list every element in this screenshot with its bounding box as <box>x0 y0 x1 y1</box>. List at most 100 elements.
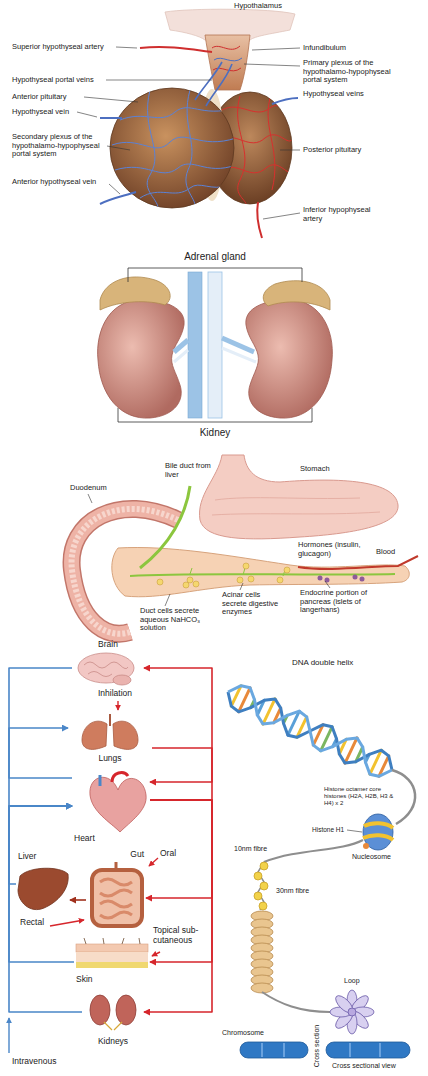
organ-illustration <box>84 662 128 677</box>
part-label: Bile duct from liver <box>165 462 211 479</box>
leader-line <box>84 97 138 102</box>
part-label: 10nm fibre <box>234 845 267 853</box>
part-label: DNA double helix <box>292 658 353 667</box>
leader-line <box>263 213 300 219</box>
leader-line <box>244 64 300 66</box>
chromatin-illustration <box>326 1042 410 1058</box>
leader-line <box>116 47 137 48</box>
organ-name: Brain <box>98 640 118 650</box>
pituitary-illustration <box>100 192 136 204</box>
pituitary-illustration <box>195 62 222 100</box>
route-arrow <box>9 701 160 1053</box>
route-arrow <box>50 920 84 926</box>
leader-line <box>347 830 362 832</box>
kidney-illustration <box>188 272 202 418</box>
route-label: Topical sub-cutaneous <box>153 926 211 946</box>
route-arrow <box>8 1018 9 1053</box>
part-label: Histone H1 <box>312 826 344 833</box>
leader-line <box>88 494 92 503</box>
organ-name: Lungs <box>98 754 121 764</box>
organ-node: Brain <box>72 640 144 686</box>
leader-line <box>77 112 97 117</box>
organ-illustration <box>100 879 132 918</box>
part-label: Hypothyseal portal veins <box>12 76 94 85</box>
part-label: Infundibulum <box>303 44 346 53</box>
organ-name: Skin <box>76 975 93 985</box>
part-label: Hypothyseal veins <box>303 90 364 99</box>
chromatin-illustration <box>254 862 268 910</box>
kidney-illustration <box>263 281 330 310</box>
circulation-arrow <box>9 806 82 1012</box>
chromatin-illustration <box>345 738 357 763</box>
pancreas-illustration <box>318 575 365 583</box>
bracket <box>128 268 302 282</box>
leader-line <box>88 494 330 606</box>
pituitary-illustration <box>272 98 298 104</box>
chromatin-illustration <box>364 823 393 828</box>
pituitary-illustration <box>222 165 292 173</box>
pituitary-illustration <box>100 9 298 238</box>
pituitary-illustration <box>268 98 275 190</box>
organ-illustration <box>82 721 107 749</box>
route-arrow <box>152 952 160 956</box>
chromatin-illustration <box>333 993 356 1016</box>
chromatin-illustration <box>262 1043 380 1057</box>
pituitary-illustration <box>100 117 122 119</box>
organ-illustration <box>113 721 138 749</box>
chromatin-illustration <box>254 872 262 880</box>
pituitary-illustration <box>147 90 158 210</box>
organ-node: Heart <box>72 770 150 848</box>
circulation-arrow <box>9 806 74 962</box>
chromatin-illustration <box>254 892 262 900</box>
route-label: Rectal <box>20 918 44 928</box>
pituitary-illustration <box>186 90 195 210</box>
organ-node: Gut <box>86 850 146 932</box>
chromatin-illustration <box>260 882 268 890</box>
pancreas-illustration <box>277 577 283 583</box>
part-label: Acinar cells secrete digestive enzymes <box>222 591 282 617</box>
chromatin-illustration <box>240 1042 308 1058</box>
part-label: Nucleosome <box>352 853 391 861</box>
part-label: Histone octamer core histones (H2A, H2B,… <box>324 786 398 807</box>
pancreas-illustration <box>200 455 399 539</box>
pancreas-illustration <box>193 581 199 587</box>
pituitary-illustration <box>140 47 212 52</box>
chromatin-illustration <box>251 911 273 993</box>
organ-node: Skin <box>74 940 150 986</box>
pituitary-illustration <box>214 58 242 61</box>
pituitary-illustration <box>120 108 236 120</box>
part-label: 30nm fibre <box>276 887 309 895</box>
part-label: Stomach <box>300 465 330 474</box>
organ-illustration <box>90 777 146 832</box>
route-arrow <box>117 701 118 710</box>
pancreas-illustration <box>140 486 190 568</box>
leader-line <box>347 830 362 832</box>
chromatin-illustration <box>260 862 268 870</box>
pancreas-illustration <box>190 568 285 576</box>
chromatin-illustration <box>363 835 393 840</box>
pancreas-illustration <box>187 577 193 583</box>
pancreas-illustration <box>157 563 290 588</box>
organ-illustration <box>18 653 148 1030</box>
part-label: Loop <box>344 977 360 985</box>
organ-illustration <box>92 870 142 926</box>
circulation-arrow <box>146 800 212 898</box>
organ-node: Liver <box>16 852 70 914</box>
chromatin-illustration <box>363 843 369 849</box>
organ-illustration <box>116 995 136 1025</box>
chromatin-illustration <box>228 686 392 777</box>
part-label: Anterior pituitary <box>12 93 67 102</box>
organ-illustration <box>84 938 140 944</box>
organ-illustration <box>99 775 102 786</box>
kidney-illustration <box>98 272 333 418</box>
pancreas-illustration <box>298 556 418 569</box>
organ-name: Kidneys <box>98 1037 128 1047</box>
chromatin-illustration <box>348 1008 356 1016</box>
pancreas-illustration <box>248 576 254 582</box>
route-label: Oral <box>160 849 176 859</box>
circulation-arrow <box>9 728 72 778</box>
part-label: Endocrine portion of pancreas (islets of… <box>300 589 386 615</box>
